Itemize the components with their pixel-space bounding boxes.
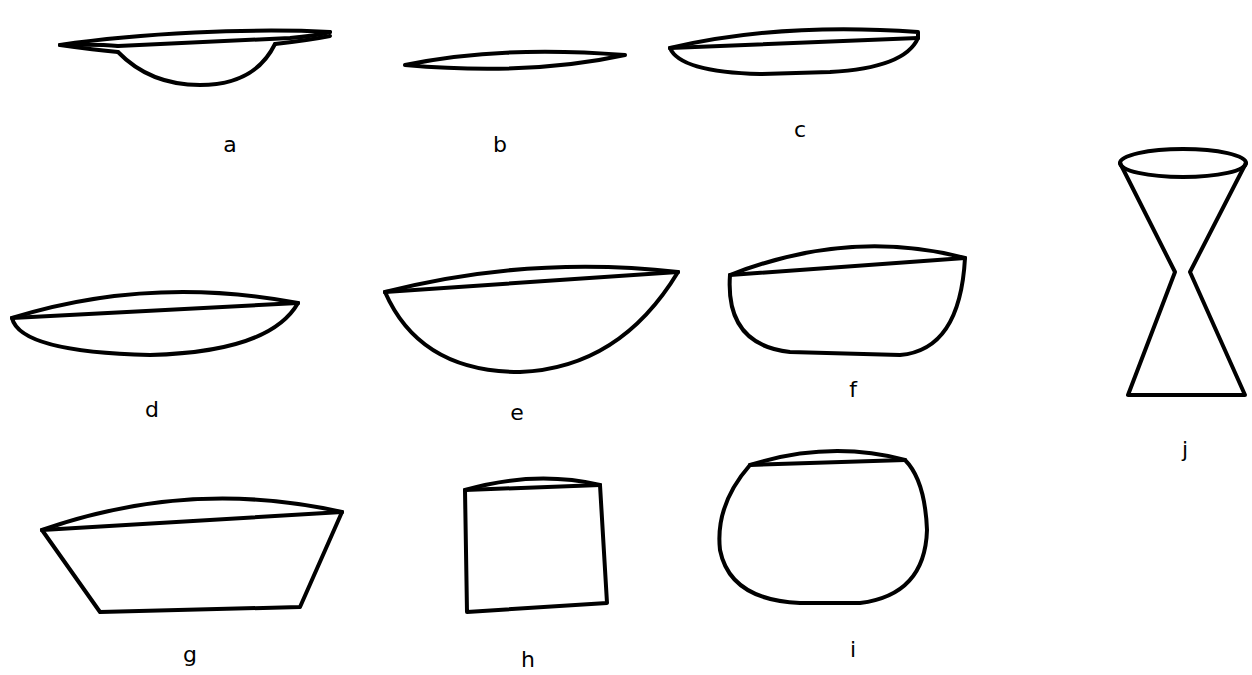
figure-letter: c <box>794 119 806 141</box>
figure-letter: h <box>521 649 535 671</box>
vessel-b <box>405 52 625 69</box>
figure-letter: a <box>223 134 236 156</box>
vessel-i <box>719 451 927 603</box>
vessel-h <box>465 479 607 612</box>
figure-letter: j <box>1182 439 1188 461</box>
figure-letter: g <box>183 644 197 666</box>
figure-letter: i <box>850 639 856 661</box>
vessel-e <box>385 267 678 372</box>
vessel-j <box>1120 149 1246 395</box>
vessel-a <box>60 31 330 85</box>
figure-letter: e <box>510 402 524 424</box>
vessel-c <box>670 29 918 74</box>
vessel-d <box>12 292 298 355</box>
vessel-g <box>42 499 342 612</box>
vessel-f <box>730 246 965 355</box>
figure-letter: f <box>849 379 857 401</box>
figure-letter: d <box>145 399 159 421</box>
figure-letter: b <box>493 134 507 156</box>
